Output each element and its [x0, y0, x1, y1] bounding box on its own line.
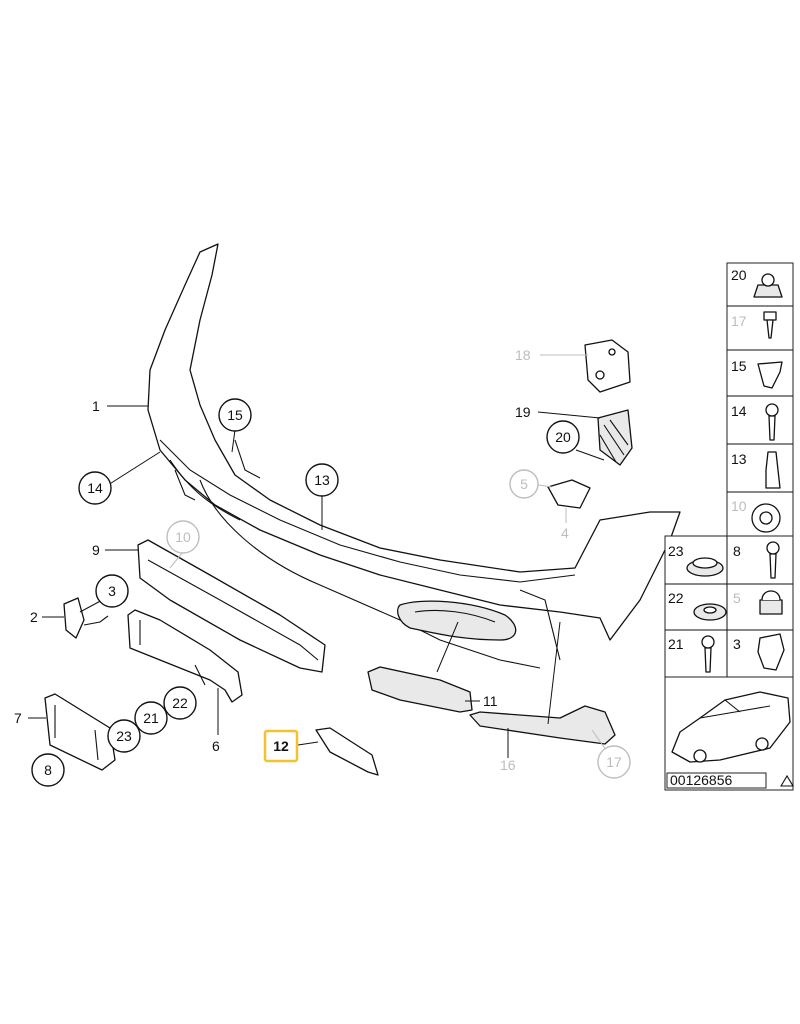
panel-label-21[interactable]: 21: [668, 636, 684, 652]
svg-text:15: 15: [227, 407, 243, 423]
svg-text:10: 10: [175, 529, 191, 545]
callout-18[interactable]: 18: [515, 347, 531, 363]
callout-8[interactable]: 8: [31, 753, 65, 787]
callout-13[interactable]: 13: [305, 463, 339, 497]
diagram-number-box: 00126856: [666, 772, 794, 789]
panel-label-20[interactable]: 20: [731, 267, 747, 283]
svg-text:14: 14: [87, 480, 103, 496]
callout-17[interactable]: 17: [597, 745, 631, 779]
callout-20[interactable]: 20: [546, 420, 580, 454]
callout-6[interactable]: 6: [212, 738, 220, 754]
callout-15[interactable]: 15: [218, 398, 252, 432]
svg-text:22: 22: [172, 695, 188, 711]
callout-11[interactable]: 11: [483, 693, 498, 709]
grommet-icon: [686, 557, 724, 577]
svg-text:8: 8: [44, 762, 52, 778]
expansion-rivet-icon: [765, 451, 781, 489]
panel-label-5[interactable]: 5: [733, 590, 741, 606]
lock-washer-icon: [751, 503, 781, 533]
callout-4[interactable]: 4: [561, 525, 569, 541]
svg-text:23: 23: [116, 728, 132, 744]
callout-22[interactable]: 22: [163, 686, 197, 720]
panel-label-17[interactable]: 17: [731, 313, 747, 329]
clip-nut-icon: [757, 361, 783, 389]
license-plate-base: [44, 693, 116, 771]
callout-3[interactable]: 3: [95, 574, 129, 608]
lower-grille-strip: [137, 539, 326, 673]
panel-label-10[interactable]: 10: [731, 498, 747, 514]
svg-text:12: 12: [273, 738, 289, 754]
cap-nut-icon: [759, 590, 783, 615]
callout-21[interactable]: 21: [134, 701, 168, 735]
callout-12-highlighted[interactable]: 12: [263, 729, 299, 763]
callout-5[interactable]: 5: [509, 469, 539, 499]
tow-hook-cover: [63, 597, 109, 639]
fog-light-grille: [367, 666, 473, 713]
tow-hook-cover-12: [315, 727, 379, 776]
panel-label-22[interactable]: 22: [668, 590, 684, 606]
panel-label-23[interactable]: 23: [668, 543, 684, 559]
callout-14[interactable]: 14: [78, 471, 112, 505]
screw-8-icon: [766, 541, 780, 579]
screw-icon: [763, 311, 777, 339]
callout-7[interactable]: 7: [14, 710, 22, 726]
diagram-number: 00126856: [670, 772, 733, 788]
panel-label-14[interactable]: 14: [731, 403, 747, 419]
bumper-cover: [147, 243, 681, 669]
bracket-4: [547, 479, 591, 509]
svg-text:5: 5: [520, 476, 528, 492]
callout-10[interactable]: 10: [166, 520, 200, 554]
panel-label-3[interactable]: 3: [733, 636, 741, 652]
clip-3-icon: [757, 633, 785, 671]
callout-2[interactable]: 2: [30, 609, 38, 625]
svg-text:17: 17: [606, 754, 622, 770]
callout-1[interactable]: 1: [92, 398, 100, 414]
lower-spoiler-strip: [469, 705, 616, 745]
nut-icon: [753, 273, 783, 298]
svg-text:3: 3: [108, 583, 116, 599]
svg-text:20: 20: [555, 429, 571, 445]
panel-label-15[interactable]: 15: [731, 358, 747, 374]
bracket-18: [584, 339, 631, 393]
license-plate-bracket: [127, 609, 243, 703]
panel-label-8[interactable]: 8: [733, 543, 741, 559]
svg-text:21: 21: [143, 710, 159, 726]
bolt-icon: [765, 403, 779, 441]
screw-21-icon: [701, 635, 715, 673]
washer-icon: [693, 603, 727, 621]
panel-label-13[interactable]: 13: [731, 451, 747, 467]
callout-23[interactable]: 23: [107, 719, 141, 753]
svg-text:13: 13: [314, 472, 330, 488]
callout-19[interactable]: 19: [515, 404, 531, 420]
bracket-19: [597, 409, 633, 466]
callout-9[interactable]: 9: [92, 542, 100, 558]
callout-16[interactable]: 16: [500, 757, 516, 773]
car-thumbnail-icon: [671, 691, 791, 763]
